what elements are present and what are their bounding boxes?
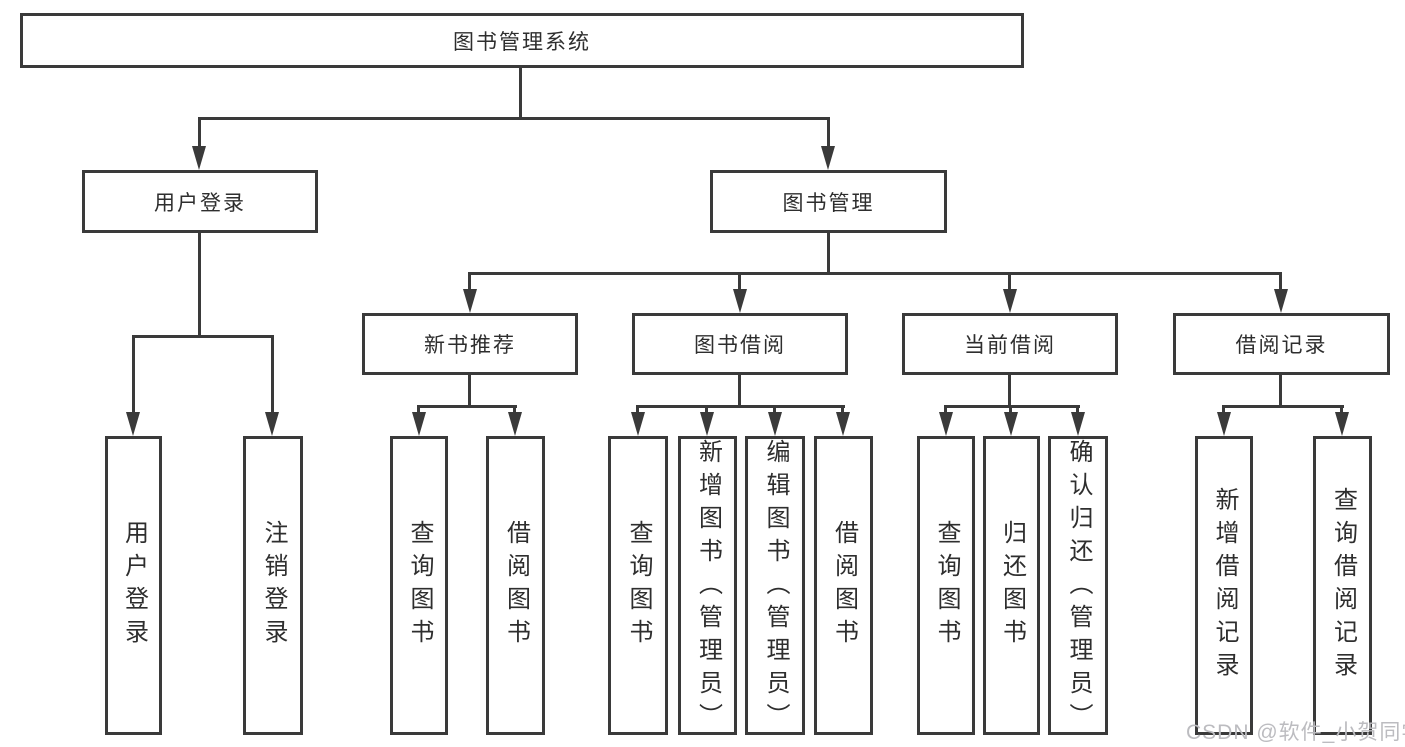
connector-drop-leaf [513,405,516,414]
connector-drop-user-login [198,117,201,147]
leaf-confirm-return-admin: 确认归还（管理员） [1048,436,1108,736]
arrow-down-icon [1274,289,1288,313]
connector-drop-leaf [944,405,947,414]
connector-drop-recommend [468,272,471,294]
connector-drop-leaf [132,335,135,414]
arrow-down-icon [1004,412,1018,436]
connector-drop-leaf [705,405,708,414]
connector-drop-leaf [1340,405,1343,414]
connector-login-hbar [132,335,274,338]
arrow-down-icon [412,412,426,436]
node-user-login: 用户登录 [82,170,318,233]
connector-drop-leaf [841,405,844,414]
leaf-query-borrow-record: 查询借阅记录 [1313,436,1372,735]
watermark: CSDN @软件_小贺同学 [1186,721,1405,744]
arrow-down-icon [463,289,477,313]
connector-drop-leaf [1076,405,1079,414]
connector-drop-book-mgmt [827,117,830,147]
leaf-borrow-books-recommend: 借阅图书 [486,436,545,735]
connector-login-stem [198,233,201,337]
connector-drop-leaf [1009,405,1012,414]
leaf-query-books-borrowing: 查询图书 [608,436,668,735]
connector-root-hbar [198,117,830,120]
connector-hbar [944,405,1080,408]
arrow-down-icon [631,412,645,436]
leaf-logout: 注销登录 [243,436,303,735]
arrow-down-icon [1071,412,1085,436]
node-book-borrowing: 图书借阅 [632,313,848,375]
arrow-down-icon [733,289,747,313]
leaf-return-books: 归还图书 [983,436,1040,735]
arrow-down-icon [192,146,206,170]
connector-stem [468,375,471,407]
leaf-borrow-books: 借阅图书 [814,436,873,735]
connector-hbar [417,405,517,408]
node-book-management: 图书管理 [710,170,947,233]
arrow-down-icon [265,412,279,436]
leaf-query-books-current: 查询图书 [917,436,975,735]
leaf-query-books-recommend: 查询图书 [390,436,448,735]
connector-root-stem [519,68,522,118]
arrow-down-icon [1217,412,1231,436]
arrow-down-icon [126,412,140,436]
connector-hbar [636,405,845,408]
arrow-down-icon [1335,412,1349,436]
connector-drop-leaf [271,335,274,414]
leaf-add-books-admin: 新增图书（管理员） [678,436,737,736]
connector-stem [1279,375,1282,407]
arrow-down-icon [508,412,522,436]
arrow-down-icon [836,412,850,436]
connector-drop-leaf [773,405,776,414]
leaf-add-borrow-record: 新增借阅记录 [1195,436,1253,735]
connector-drop-current [1008,272,1011,294]
node-library-system: 图书管理系统 [20,13,1024,68]
arrow-down-icon [821,146,835,170]
node-current-borrowing: 当前借阅 [902,313,1118,375]
node-new-book-recommend: 新书推荐 [362,313,578,375]
connector-mgmt-stem [827,233,830,275]
arrow-down-icon [1003,289,1017,313]
connector-drop-leaf [1222,405,1225,414]
node-borrow-records: 借阅记录 [1173,313,1390,375]
connector-stem [1008,375,1011,407]
leaf-user-login: 用户登录 [105,436,162,735]
connector-drop-records [1279,272,1282,294]
connector-stem [738,375,741,407]
arrow-down-icon [768,412,782,436]
arrow-down-icon [700,412,714,436]
connector-drop-leaf [417,405,420,414]
arrow-down-icon [939,412,953,436]
connector-mgmt-hbar [468,272,1282,275]
connector-drop-leaf [636,405,639,414]
leaf-edit-books-admin: 编辑图书（管理员） [745,436,805,736]
connector-drop-borrowing [738,272,741,294]
connector-hbar [1222,405,1344,408]
